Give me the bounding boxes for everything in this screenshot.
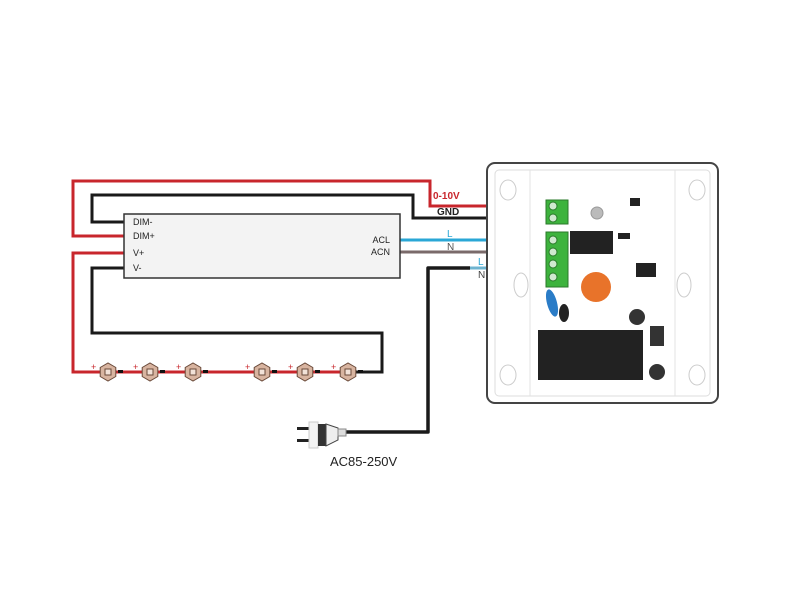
led-minus-sign — [315, 370, 320, 373]
power-cable — [345, 266, 470, 434]
led-driver: DIM- DIM+ V+ V- ACL ACN — [123, 213, 401, 279]
led-minus-sign — [358, 370, 363, 373]
led-4: + — [245, 362, 277, 382]
led-plus-sign: + — [133, 362, 138, 372]
led-2: + — [133, 362, 165, 382]
wire-v-plus — [71, 251, 355, 374]
power-plug — [297, 421, 347, 449]
wire-v-minus — [90, 266, 384, 374]
label-n-in: N — [478, 270, 485, 281]
led-plus-sign: + — [91, 362, 96, 372]
label-gnd: GND — [437, 207, 459, 218]
led-6: + — [331, 362, 363, 382]
led-plus-sign: + — [245, 362, 250, 372]
led-plus-sign: + — [331, 362, 336, 372]
pin-v-minus: V- — [133, 263, 142, 273]
led-minus-sign — [203, 370, 208, 373]
label-l-out: L — [447, 229, 453, 240]
led-ellipsis: · · · — [214, 367, 231, 379]
led-minus-sign — [272, 370, 277, 373]
label-l-in: L — [478, 257, 484, 268]
pin-dim-plus: DIM+ — [133, 231, 155, 241]
dimmer-controller — [486, 162, 719, 404]
led-chain: + + + + + + — [91, 362, 363, 382]
label-n-out: N — [447, 242, 454, 253]
led-minus-sign — [160, 370, 165, 373]
led-5: + — [288, 362, 320, 382]
potentiometer — [581, 272, 611, 302]
label-0-10v: 0-10V — [433, 191, 460, 202]
wire-gnd — [90, 193, 553, 224]
led-1: + — [91, 362, 123, 382]
led-3: + — [176, 362, 208, 382]
pin-dim-minus: DIM- — [133, 217, 153, 227]
led-plus-sign: + — [176, 362, 181, 372]
led-plus-sign: + — [288, 362, 293, 372]
led-minus-sign — [118, 370, 123, 373]
pin-acn: ACN — [371, 247, 390, 257]
wire-0-10v — [71, 179, 553, 238]
plug-voltage-label: AC85-250V — [330, 454, 398, 469]
pin-acl: ACL — [372, 235, 390, 245]
pin-v-plus: V+ — [133, 248, 144, 258]
